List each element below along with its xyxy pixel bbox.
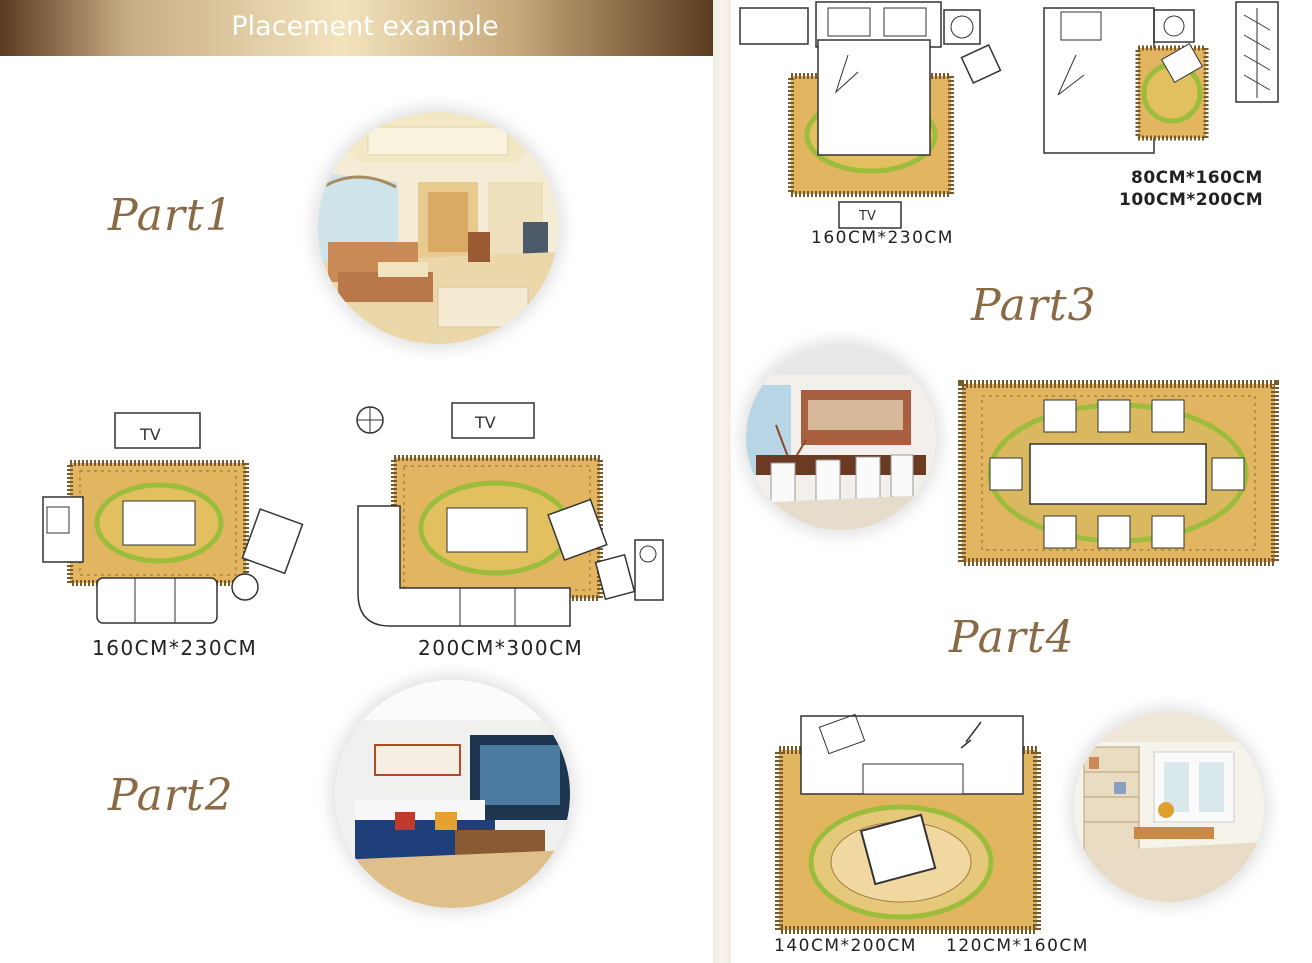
right-panel: TV 160CM*230CM 80CM*160CM 100CM*200CM Pa… <box>731 0 1312 963</box>
part1-label: Part1 <box>108 190 234 241</box>
size-label-bedroom-160x230: 160CM*230CM <box>811 228 954 248</box>
bedroom-plan-160x230: TV <box>739 1 1002 229</box>
tv-label: TV <box>858 209 876 224</box>
size-label-120x160: 120CM*160CM <box>946 936 1089 956</box>
size-label-100x200: 100CM*200CM <box>1119 190 1264 210</box>
banner-title: Placement example <box>231 11 499 42</box>
part4-label: Part4 <box>949 612 1075 663</box>
left-panel: Placement example Part1 TV <box>0 0 713 908</box>
size-label-200x300: 200CM*300CM <box>418 636 584 660</box>
living-room-plan-160x230: TV <box>42 412 304 624</box>
dining-room-plan <box>958 380 1279 566</box>
bedroom-plan-small <box>1043 1 1279 154</box>
size-label-80x160: 80CM*160CM <box>1131 168 1263 188</box>
size-label-140x200: 140CM*200CM <box>774 936 917 956</box>
living-room-plan-200x300: TV <box>356 402 664 627</box>
office-photo <box>1074 712 1264 902</box>
part2-label: Part2 <box>108 770 234 821</box>
tv-label: TV <box>139 425 161 444</box>
panel-divider <box>713 0 731 963</box>
size-label-160x230: 160CM*230CM <box>92 636 258 660</box>
dining-room-photo <box>746 345 936 530</box>
tv-label: TV <box>474 413 496 432</box>
part3-label: Part3 <box>971 280 1097 331</box>
office-plan <box>775 713 1041 934</box>
bedroom-photo <box>335 680 570 908</box>
living-room-photo <box>318 112 558 344</box>
banner: Placement example <box>0 0 713 56</box>
